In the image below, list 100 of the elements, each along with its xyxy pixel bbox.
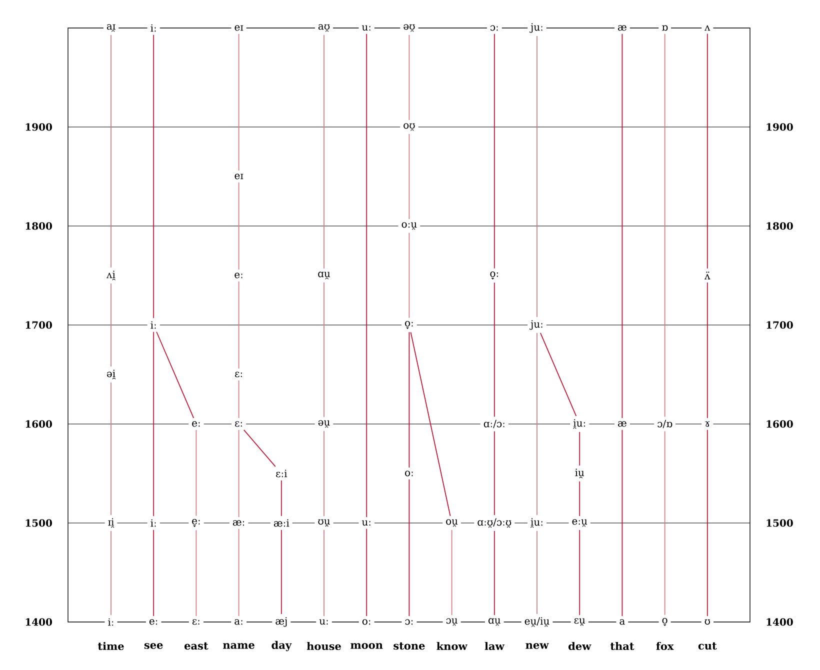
year-label: 1500 (26, 519, 52, 527)
phoneme-label: əʊ̯ (400, 21, 418, 35)
shift-line (238, 380, 240, 419)
shift-line (408, 478, 410, 617)
shift-line (238, 33, 240, 171)
shift-line (243, 429, 276, 467)
shift-line (153, 331, 154, 517)
phoneme-label: ʊu̯ (314, 516, 334, 530)
shift-line (238, 429, 240, 518)
phoneme-label: æ (614, 22, 630, 34)
phoneme-label: ʌ (702, 22, 714, 34)
shift-line (408, 34, 410, 120)
phoneme-label: ɑːʊ̯/ɔːʊ̯ (474, 515, 515, 531)
shift-line (664, 33, 666, 418)
word-label: stone (394, 642, 425, 650)
shift-line (156, 331, 194, 418)
phoneme-label: iː (147, 21, 160, 35)
phoneme-label: iː (147, 516, 160, 530)
phoneme-label: ɒ (658, 22, 671, 34)
phoneme-label: uː (358, 517, 374, 529)
shift-line (706, 282, 708, 418)
shift-line (706, 33, 708, 269)
year-label: 1400 (26, 618, 52, 626)
word-label: fox (656, 642, 674, 650)
phoneme-label: ɔː (402, 616, 417, 628)
word-label: moon (350, 643, 383, 649)
phoneme-label: ɛː (188, 616, 204, 628)
shift-line (366, 528, 368, 617)
shift-line (536, 530, 538, 614)
shift-line (579, 432, 580, 466)
phoneme-label: ɪi̯ (104, 515, 118, 531)
word-label: east (184, 642, 208, 650)
shift-line (579, 481, 580, 516)
word-label: new (526, 643, 549, 649)
phoneme-label: oː (402, 468, 417, 480)
word-label: house (306, 642, 341, 650)
phoneme-label: ɛu̯ (570, 615, 588, 629)
phoneme-label: juː (528, 317, 546, 333)
phoneme-label: əi̯ (103, 366, 119, 382)
shift-line (153, 34, 154, 319)
word-label: see (144, 643, 163, 649)
shift-line (280, 480, 282, 516)
shift-line (366, 33, 368, 518)
word-label: law (484, 642, 505, 650)
shift-line (408, 134, 410, 220)
phoneme-label: oʊ̯ (400, 120, 418, 134)
year-label: 1600 (26, 420, 52, 428)
word-label: time (98, 642, 124, 650)
shift-line (196, 429, 197, 516)
shift-line (622, 429, 623, 617)
phoneme-label: ɔ/ɒ (654, 416, 676, 432)
phoneme-label: ɑː/ɔː (480, 416, 508, 432)
year-label: 1400 (766, 618, 793, 626)
year-label: 1500 (766, 519, 793, 527)
word-label: know (436, 642, 468, 650)
word-label: dew (568, 642, 592, 650)
shift-line (110, 382, 112, 516)
word-label: cut (698, 642, 717, 650)
shift-line (536, 36, 538, 318)
shift-line (410, 332, 451, 516)
shift-line (153, 529, 154, 617)
phoneme-label: oːu̯ (398, 219, 420, 233)
word-label: day (272, 640, 292, 652)
phoneme-label: i̯uː (570, 416, 590, 432)
shift-line (494, 282, 495, 418)
year-label: 1700 (766, 321, 793, 329)
phoneme-label: eː (188, 418, 204, 430)
phoneme-label: eːu̯ (568, 516, 590, 530)
year-label: 1800 (766, 222, 793, 230)
phoneme-label: æj (272, 614, 291, 630)
year-label: 1900 (26, 123, 52, 131)
phoneme-label: ɤ (702, 418, 714, 430)
phoneme-label: i̯uː (528, 515, 546, 531)
phoneme-label: juː (528, 20, 546, 36)
phoneme-label: ou̯ (442, 516, 462, 530)
shift-line (238, 528, 240, 617)
shift-line (494, 33, 495, 269)
word-label: name (223, 643, 254, 649)
shift-line (408, 332, 410, 468)
phoneme-label: eː (146, 616, 162, 628)
phoneme-label: uː (358, 22, 374, 34)
phoneme-label: uː (316, 616, 332, 628)
shift-line (706, 429, 708, 617)
phoneme-label: ɛːi (272, 466, 290, 480)
phoneme-label: ɔu̯ (442, 615, 461, 629)
year-label: 1900 (766, 123, 793, 131)
phoneme-label: oː (358, 616, 374, 628)
phoneme-label: ɑu̯ (484, 615, 504, 629)
shift-line (110, 34, 112, 268)
phoneme-label: eː (231, 270, 246, 282)
shift-line (451, 530, 452, 616)
year-label: 1800 (26, 222, 52, 230)
shift-line (238, 280, 240, 370)
phoneme-label: aʊ̯ (314, 21, 334, 35)
shift-line (536, 332, 538, 516)
shift-line (110, 530, 112, 616)
phoneme-label: eɪ (231, 22, 246, 34)
phoneme-label: iː (104, 615, 118, 629)
shift-line (540, 332, 577, 416)
phoneme-label: o̞ (658, 615, 671, 629)
